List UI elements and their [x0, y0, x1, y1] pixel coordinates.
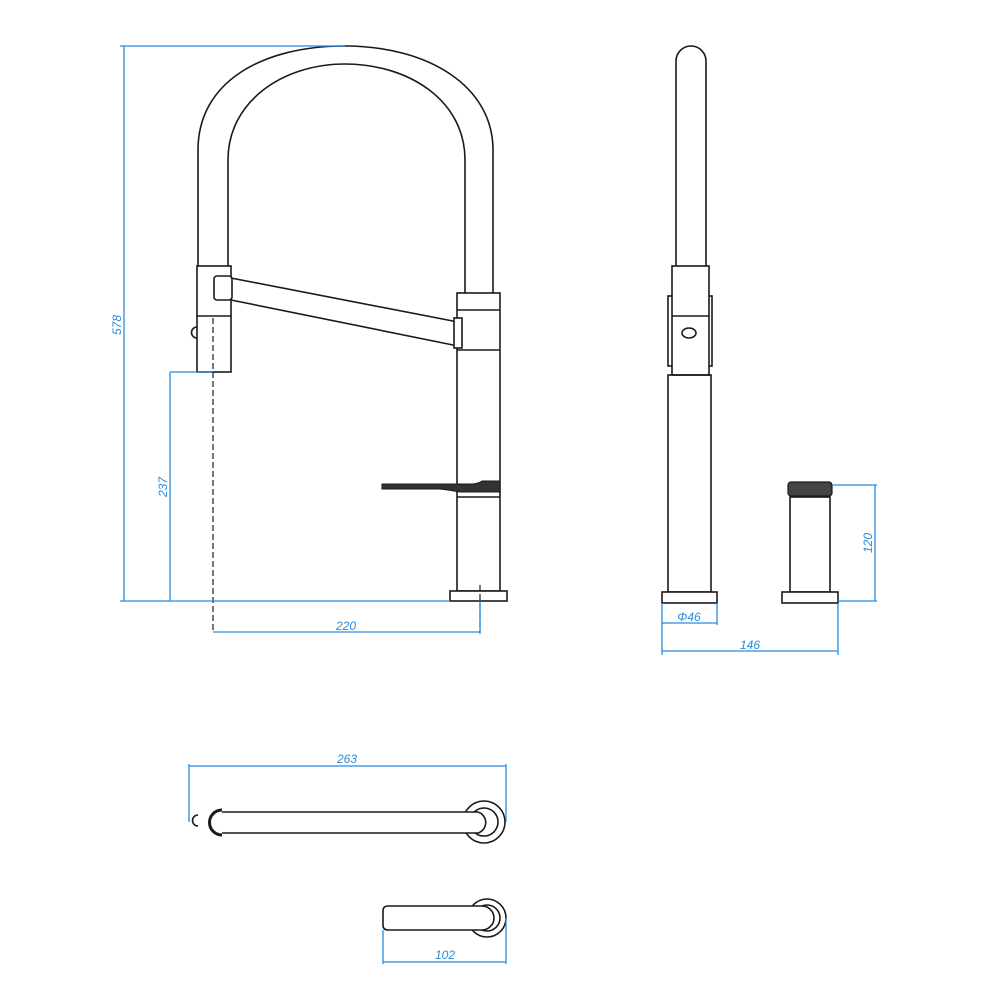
spray-button [213, 275, 233, 301]
side-view [661, 45, 839, 604]
arm-holder [453, 317, 463, 349]
dimension-102: 102 [382, 918, 507, 964]
dim-label-220: 220 [335, 619, 356, 633]
top-view [191, 800, 507, 938]
valve-cap [787, 481, 833, 497]
front-view [190, 45, 508, 632]
arch-outer [197, 45, 494, 297]
dim-label-578: 578 [110, 315, 124, 335]
dimension-237: 237 [156, 371, 213, 601]
side-button [681, 327, 697, 339]
side-base [661, 591, 718, 604]
dim-label-102: 102 [435, 948, 455, 962]
dim-label-120: 120 [861, 533, 875, 553]
dim-label-phi46: Φ46 [677, 610, 701, 624]
dim-label-146: 146 [740, 638, 760, 652]
arm-bottom [230, 299, 459, 347]
dimension-120: 120 [832, 484, 877, 602]
dim-label-237: 237 [156, 476, 170, 498]
body [456, 292, 501, 592]
arm-top [230, 277, 459, 323]
dim-label-263: 263 [336, 752, 357, 766]
dimension-146: 146 [662, 603, 839, 655]
dimension-578: 578 [110, 45, 450, 602]
valve-lever [382, 905, 495, 931]
dimension-220: 220 [213, 601, 481, 634]
side-hose [675, 45, 707, 268]
base-plate [449, 590, 508, 602]
valve-base [781, 591, 839, 604]
side-button [190, 326, 198, 339]
valve-body [789, 496, 831, 593]
top-head [208, 808, 223, 837]
dimension-263: 263 [188, 752, 507, 822]
side-body [667, 374, 712, 593]
side-head [671, 265, 710, 376]
dimension-phi46: Φ46 [661, 603, 718, 655]
lever [381, 480, 501, 493]
top-button [191, 814, 199, 827]
top-arm [222, 811, 487, 834]
arch-inner [227, 63, 466, 297]
